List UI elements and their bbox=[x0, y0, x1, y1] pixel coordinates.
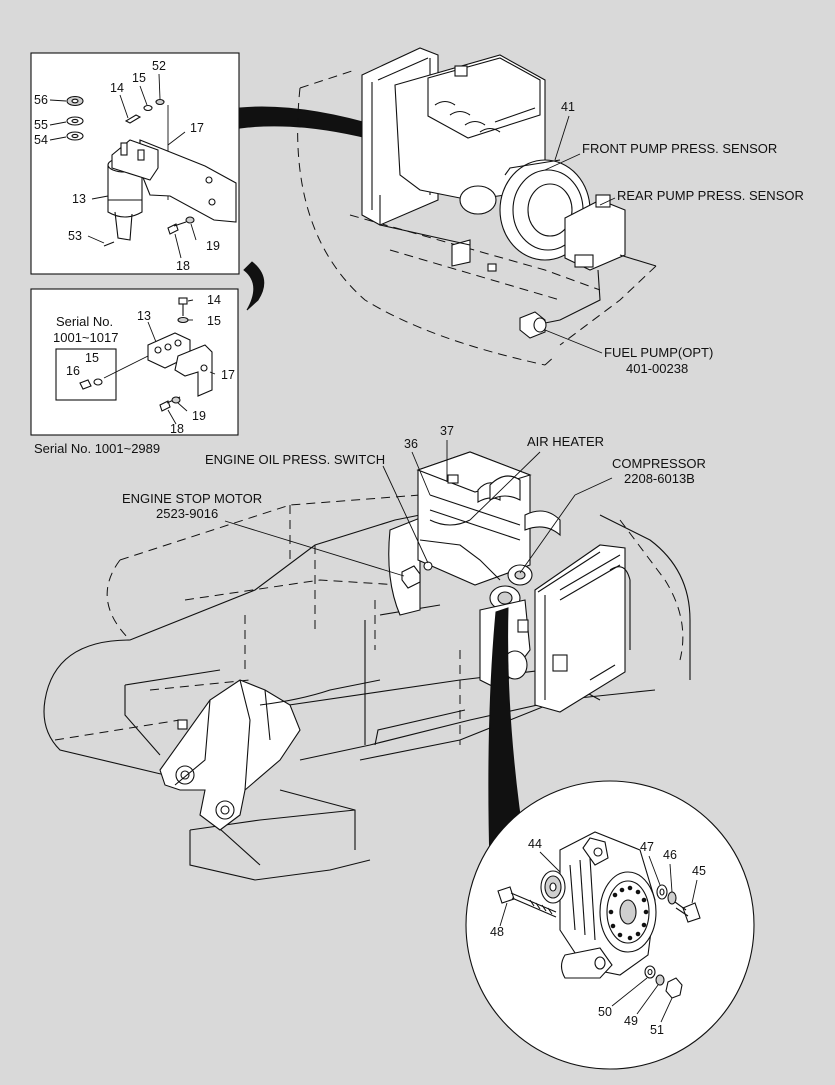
stop-solenoid bbox=[107, 139, 159, 241]
air-heater-label: AIR HEATER bbox=[527, 434, 604, 449]
label-50: 50 bbox=[598, 1005, 612, 1019]
label-mid-18: 18 bbox=[170, 422, 184, 436]
label-mid-13: 13 bbox=[137, 309, 151, 323]
fuel-pump-number: 401-00238 bbox=[626, 361, 688, 376]
label-55: 55 bbox=[34, 118, 48, 132]
label-mid-16: 16 bbox=[66, 364, 80, 378]
compressor-label: COMPRESSOR bbox=[612, 456, 706, 471]
label-mid-19: 19 bbox=[192, 409, 206, 423]
label-44: 44 bbox=[528, 837, 542, 851]
top-engine-view bbox=[297, 47, 657, 366]
washer-stack bbox=[66, 95, 84, 141]
label-13: 13 bbox=[72, 192, 86, 206]
label-47: 47 bbox=[640, 840, 654, 854]
label-17: 17 bbox=[190, 121, 204, 135]
serial-note: Serial No. 1001~2989 bbox=[34, 441, 160, 456]
compressor-number: 2208-6013B bbox=[624, 471, 695, 486]
label-mid-15: 15 bbox=[207, 314, 221, 328]
label-37: 37 bbox=[440, 424, 454, 438]
label-mid-15b: 15 bbox=[85, 351, 99, 365]
inset-box-mid bbox=[30, 288, 239, 436]
rear-pump-sensor-label: REAR PUMP PRESS. SENSOR bbox=[617, 188, 804, 203]
label-53: 53 bbox=[68, 229, 82, 243]
label-19: 19 bbox=[206, 239, 220, 253]
label-51: 51 bbox=[650, 1023, 664, 1037]
label-15: 15 bbox=[132, 71, 146, 85]
stop-motor-number: 2523-9016 bbox=[156, 506, 218, 521]
label-48: 48 bbox=[490, 925, 504, 939]
label-49: 49 bbox=[624, 1014, 638, 1028]
oil-press-switch-label: ENGINE OIL PRESS. SWITCH bbox=[205, 452, 385, 467]
inset-box-top bbox=[30, 52, 240, 275]
stop-motor-label: ENGINE STOP MOTOR bbox=[122, 491, 262, 506]
vent-dots bbox=[608, 885, 649, 941]
serial-title: Serial No. bbox=[56, 314, 113, 329]
label-41: 41 bbox=[561, 100, 575, 114]
fuel-pump-label: FUEL PUMP(OPT) bbox=[604, 345, 713, 360]
alternator-detail-circle bbox=[465, 780, 755, 1070]
label-18: 18 bbox=[176, 259, 190, 273]
serial-range: 1001~1017 bbox=[53, 330, 118, 345]
label-56: 56 bbox=[34, 93, 48, 107]
label-mid-14: 14 bbox=[207, 293, 221, 307]
connector-arrow-insets bbox=[243, 261, 265, 311]
label-46: 46 bbox=[663, 848, 677, 862]
main-chassis-view bbox=[43, 451, 691, 881]
label-mid-17: 17 bbox=[221, 368, 235, 382]
front-pump-sensor-label: FRONT PUMP PRESS. SENSOR bbox=[582, 141, 777, 156]
label-36: 36 bbox=[404, 437, 418, 451]
label-52: 52 bbox=[152, 59, 166, 73]
label-54: 54 bbox=[34, 133, 48, 147]
label-14: 14 bbox=[110, 81, 124, 95]
label-45: 45 bbox=[692, 864, 706, 878]
